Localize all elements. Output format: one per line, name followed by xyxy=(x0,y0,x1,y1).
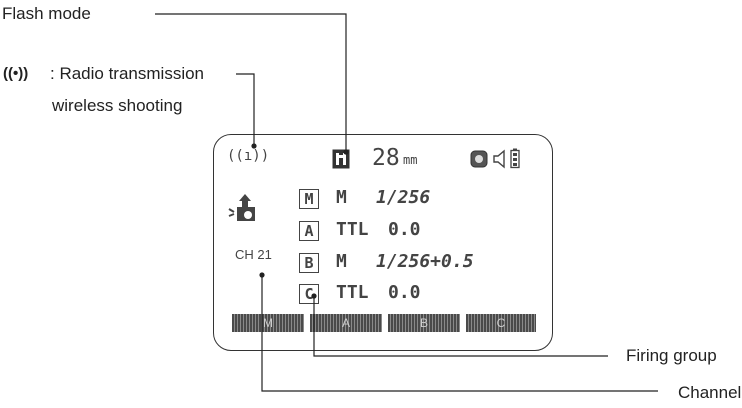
radio-icon: ((ı)) xyxy=(227,148,270,164)
softkey-b[interactable]: B xyxy=(388,314,460,332)
softkey-a[interactable]: A xyxy=(310,314,382,332)
channel-leader xyxy=(261,275,658,392)
speaker-icon xyxy=(493,149,505,169)
lcd-panel: ((ı)) 28 mm CH 21 M M 1/256 A TTL 0.0 B … xyxy=(213,134,553,351)
group-box-m: M xyxy=(299,189,319,209)
radio-leader-dot xyxy=(251,143,257,149)
radio-transmission-label: : Radio transmission xyxy=(50,64,205,83)
channel-label: Channel xyxy=(678,383,742,402)
row-a-value: 0.0 xyxy=(388,219,421,240)
row-b-value: 1/256+0.5 xyxy=(376,251,474,272)
wireless-shooting-label: wireless shooting xyxy=(52,96,183,115)
softkey-c[interactable]: C xyxy=(466,314,536,332)
firing-group-label: Firing group xyxy=(626,346,717,365)
group-box-c: C xyxy=(299,284,319,304)
row-m-value: 1/256 xyxy=(376,187,431,208)
group-box-b: B xyxy=(299,253,319,273)
softkey-m[interactable]: M xyxy=(232,314,304,332)
master-flash-icon xyxy=(228,194,255,221)
zoom-value: 28 xyxy=(372,145,400,171)
row-b-mode: M xyxy=(336,251,347,272)
flash-mode-leader-dot xyxy=(343,149,349,155)
flash-mode-leader xyxy=(155,13,347,152)
firing-group-leader xyxy=(313,296,608,357)
row-c-mode: TTL xyxy=(336,282,369,303)
channel-leader-dot xyxy=(259,272,265,278)
flash-mode-label: Flash mode xyxy=(2,4,91,23)
group-box-a: A xyxy=(299,221,319,241)
battery-icon xyxy=(510,148,520,169)
radio-symbol: ((•)) xyxy=(3,65,29,82)
channel-readout: CH 21 xyxy=(235,247,272,262)
firing-group-leader-dot xyxy=(311,293,317,299)
zoom-auto-icon xyxy=(470,150,488,168)
row-c-value: 0.0 xyxy=(388,282,421,303)
row-a-mode: TTL xyxy=(336,219,369,240)
row-m-mode: M xyxy=(336,187,347,208)
zoom-unit: mm xyxy=(403,153,418,167)
radio-leader xyxy=(236,73,255,146)
